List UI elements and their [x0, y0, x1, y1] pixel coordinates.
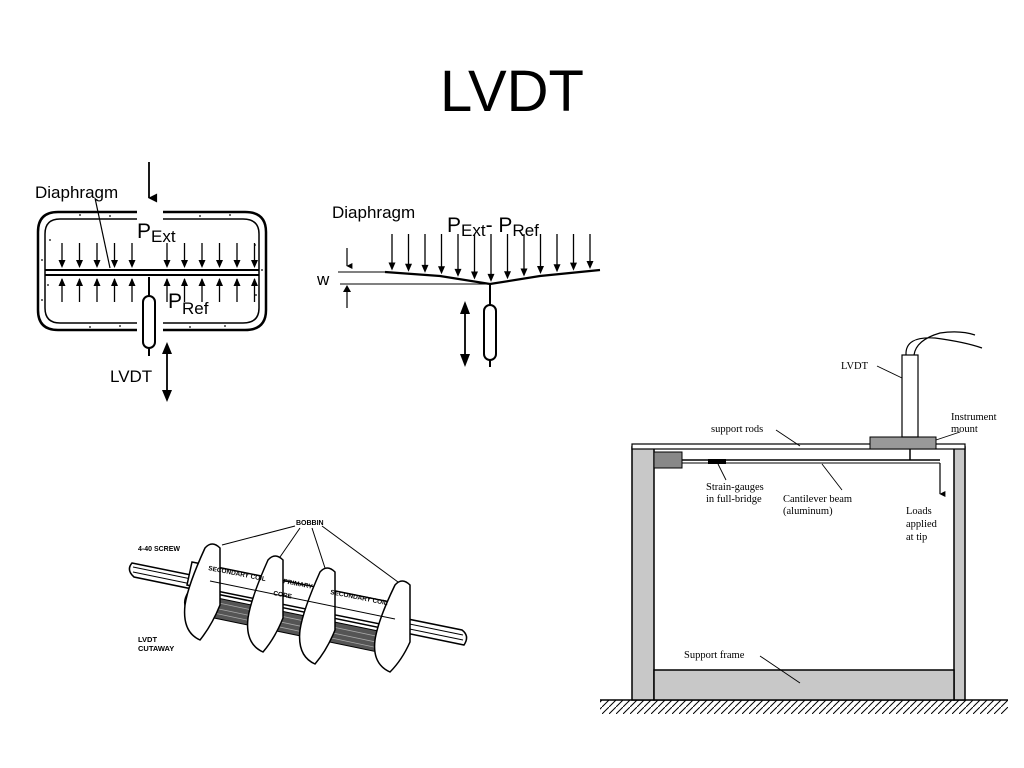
deflection-motion-arrow	[460, 301, 470, 367]
deflection-arrows	[388, 234, 594, 282]
pressure-arrows	[58, 243, 258, 302]
loads-label-line3: at tip	[906, 532, 927, 543]
lvdt-motion-arrow	[162, 342, 172, 402]
cutaway-label-line1: LVDT	[138, 635, 157, 644]
w-dimension	[338, 248, 390, 308]
beam-clamp	[653, 451, 683, 469]
p-ref-label: PRef	[168, 290, 209, 318]
deflection-lvdt-core	[483, 304, 497, 361]
rig-lvdt-label: LVDT	[841, 361, 869, 372]
loads-label-line1: Loads	[906, 506, 932, 517]
instrument-mount-label-line1: Instrument	[951, 412, 997, 423]
strain-gauges-label-line2: in full-bridge	[706, 494, 762, 505]
cantilever-beam-label-line2: (aluminum)	[783, 506, 833, 517]
deflection-diaphragm-label: Diaphragm	[332, 203, 415, 222]
instrument-mount	[869, 436, 937, 450]
screw-label: 4-40 SCREW	[138, 546, 180, 553]
rig-leaders	[717, 365, 961, 684]
lvdt-label: LVDT	[110, 367, 152, 386]
frame-right-post	[953, 446, 966, 701]
loads-label-line2: applied	[906, 519, 938, 530]
bobbin-flanges	[183, 543, 411, 673]
rig-lvdt-body	[901, 354, 919, 438]
pressure-difference-label: PExt- PRef	[447, 214, 539, 240]
housing-texture	[41, 214, 263, 328]
lvdt-core	[142, 295, 156, 349]
instrument-mount-label-line2: mount	[951, 424, 978, 435]
lvdt-cutaway-diagram: BOBBIN 4-40 SCREW SECONDARY COIL PRIMARY…	[128, 520, 468, 673]
support-frame	[653, 669, 955, 701]
diaphragm-label: Diaphragm	[35, 183, 118, 202]
bobbin-leaders	[221, 525, 399, 583]
support-frame-label: Support frame	[684, 650, 745, 661]
cantilever-beam-label-line1: Cantilever beam	[783, 494, 852, 505]
support-rod	[631, 443, 966, 450]
bobbin-label: BOBBIN	[296, 520, 324, 527]
slide-title: LVDT	[440, 59, 584, 124]
pressure-sensor-diagram: Diaphragm PExt PRef LVDT	[35, 162, 268, 402]
lvdt-cable	[905, 331, 983, 356]
strain-gauges-label-line1: Strain-gauges	[706, 482, 764, 493]
sensor-housing	[36, 210, 268, 332]
strain-gauge	[708, 459, 726, 464]
frame-left-post	[631, 446, 655, 701]
support-rods-label: support rods	[711, 424, 763, 435]
deflection-diagram: Diaphragm PExt- PRef w	[316, 203, 601, 367]
cantilever-rig-diagram: LVDT Instrument mount support rods Strai…	[600, 331, 1008, 714]
cutaway-label-line2: CUTAWAY	[138, 644, 174, 653]
core-label: CORE	[273, 590, 293, 601]
w-label: w	[316, 270, 330, 289]
p-ext-label: PExt	[137, 220, 176, 246]
